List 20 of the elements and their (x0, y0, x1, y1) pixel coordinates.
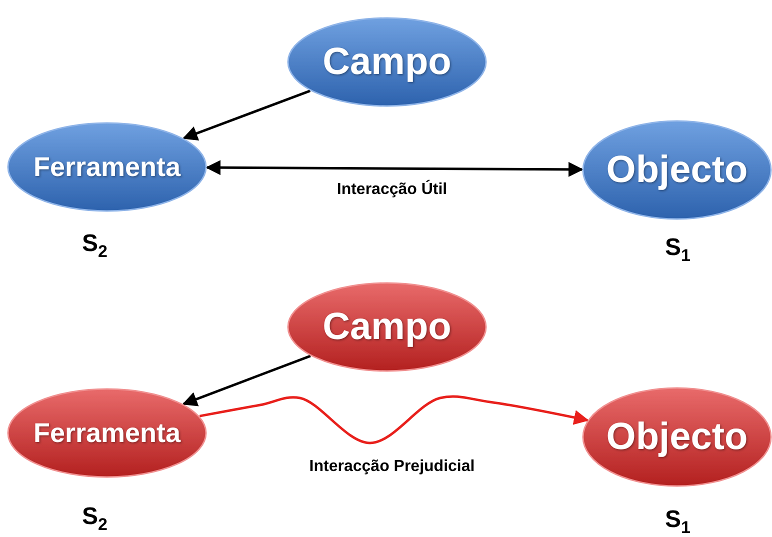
ellipse-node (287, 282, 487, 372)
ellipse-node (582, 387, 772, 487)
node-label: Ferramenta (33, 152, 181, 182)
node-label: Ferramenta (33, 418, 181, 448)
ellipse-node (287, 17, 487, 107)
arrow (182, 354, 311, 406)
ellipse-node (7, 388, 207, 478)
ellipse-node (582, 120, 772, 220)
arrow (182, 90, 311, 140)
subsystem-label: S$_{1}$ (665, 234, 690, 266)
interaction-arrow (199, 395, 589, 444)
subsystem-label: S$_{1}$ (665, 506, 690, 537)
interaction-arrow (206, 160, 584, 177)
ellipse-node (7, 122, 207, 212)
subsystem-label: S$_{2}$ (82, 230, 108, 262)
node-label: Campo (322, 40, 452, 84)
node-label: Objecto (606, 148, 748, 192)
node-label: Campo (322, 306, 452, 348)
subsystem-label: S$_{2}$ (82, 503, 108, 535)
node-label: Objecto (606, 416, 748, 458)
